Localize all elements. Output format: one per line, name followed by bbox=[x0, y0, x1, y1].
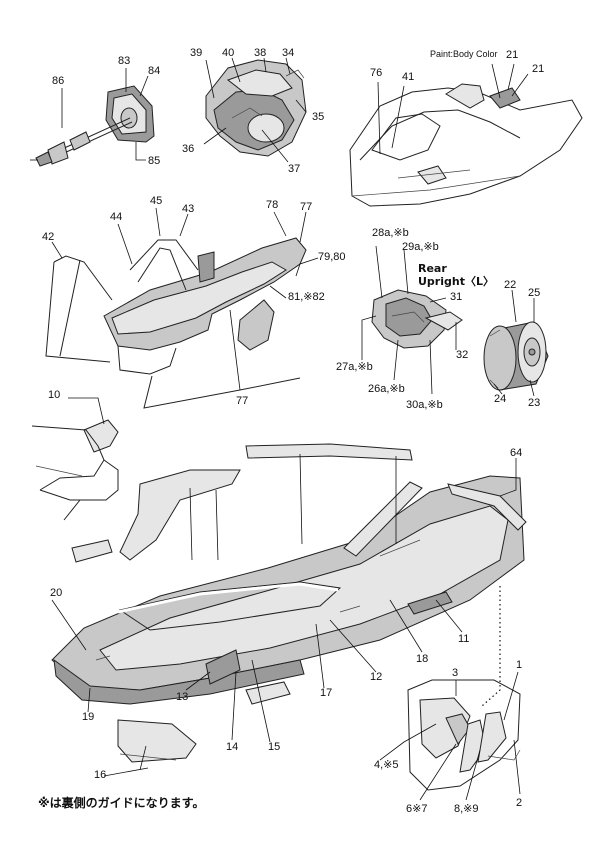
part-label-21-a: 21 bbox=[506, 49, 519, 61]
part-label-85: 85 bbox=[148, 155, 161, 167]
part-label-32: 32 bbox=[456, 349, 469, 361]
part-label-28: 28a,※b bbox=[372, 227, 409, 239]
part-label-13: 13 bbox=[176, 691, 189, 703]
part-label-84: 84 bbox=[148, 65, 161, 77]
part-label-30: 30a,※b bbox=[406, 399, 443, 411]
part-label-64: 64 bbox=[510, 447, 523, 459]
part-label-39: 39 bbox=[190, 47, 203, 59]
rear-wheel-assembly bbox=[483, 289, 549, 397]
rear-upright-title-2: Upright〈L〉 bbox=[418, 275, 494, 288]
part-label-79-80: 79,80 bbox=[318, 251, 346, 263]
part-label-44: 44 bbox=[110, 211, 123, 223]
part-label-35: 35 bbox=[312, 111, 325, 123]
part-label-12: 12 bbox=[370, 671, 383, 683]
rear-wing-endplate-assembly bbox=[379, 671, 521, 801]
part-label-18: 18 bbox=[416, 653, 429, 665]
part-label-1: 1 bbox=[516, 659, 523, 671]
sidepod-assembly bbox=[31, 397, 119, 521]
part-label-4-5: 4,※5 bbox=[374, 759, 399, 771]
part-label-6-7: 6※7 bbox=[406, 803, 428, 815]
rear-upright-assembly bbox=[361, 245, 463, 395]
part-label-11: 11 bbox=[458, 633, 470, 645]
footer-note: ※は裏側のガイドになります。 bbox=[38, 796, 205, 810]
rear-frame-assembly bbox=[45, 207, 319, 409]
part-label-23: 23 bbox=[528, 397, 541, 409]
part-label-3: 3 bbox=[452, 667, 459, 679]
part-label-25: 25 bbox=[528, 287, 541, 299]
part-label-76: 76 bbox=[370, 67, 383, 79]
part-label-16: 16 bbox=[94, 769, 107, 781]
part-label-8-9: 8,※9 bbox=[454, 803, 479, 815]
floor-assembly bbox=[51, 443, 527, 777]
rear-upright-title-1: Rear bbox=[418, 262, 447, 275]
part-label-15: 15 bbox=[268, 741, 281, 753]
part-label-38: 38 bbox=[254, 47, 267, 59]
part-label-24: 24 bbox=[494, 393, 507, 405]
part-label-37: 37 bbox=[288, 163, 301, 175]
part-label-27: 27a,※b bbox=[336, 361, 373, 373]
steering-shaft-assembly bbox=[30, 68, 155, 167]
upper-body-assembly bbox=[349, 63, 583, 207]
part-label-36: 36 bbox=[182, 143, 195, 155]
part-label-29: 29a,※b bbox=[402, 241, 439, 253]
part-label-45: 45 bbox=[150, 195, 163, 207]
part-label-31: 31 bbox=[450, 291, 463, 303]
part-label-86: 86 bbox=[52, 75, 65, 87]
part-label-20: 20 bbox=[50, 587, 63, 599]
part-label-77-a: 77 bbox=[300, 201, 313, 213]
part-label-22: 22 bbox=[504, 279, 517, 291]
part-label-19: 19 bbox=[82, 711, 95, 723]
part-label-81-82: 81,※82 bbox=[288, 291, 325, 303]
gearbox-housing-assembly bbox=[203, 57, 307, 163]
paint-note: Paint:Body Color bbox=[430, 49, 498, 59]
part-label-2: 2 bbox=[516, 797, 523, 809]
part-label-10: 10 bbox=[48, 389, 61, 401]
part-label-83: 83 bbox=[118, 55, 131, 67]
part-label-77-b: 77 bbox=[236, 395, 249, 407]
part-label-40: 40 bbox=[222, 47, 235, 59]
part-label-41: 41 bbox=[402, 71, 415, 83]
part-label-42: 42 bbox=[42, 231, 55, 243]
part-label-14: 14 bbox=[226, 741, 239, 753]
part-label-34: 34 bbox=[282, 47, 295, 59]
part-label-26: 26a,※b bbox=[368, 383, 405, 395]
part-label-78: 78 bbox=[266, 199, 279, 211]
part-label-21-b: 21 bbox=[532, 63, 545, 75]
part-label-17: 17 bbox=[320, 687, 333, 699]
part-label-43: 43 bbox=[182, 203, 195, 215]
